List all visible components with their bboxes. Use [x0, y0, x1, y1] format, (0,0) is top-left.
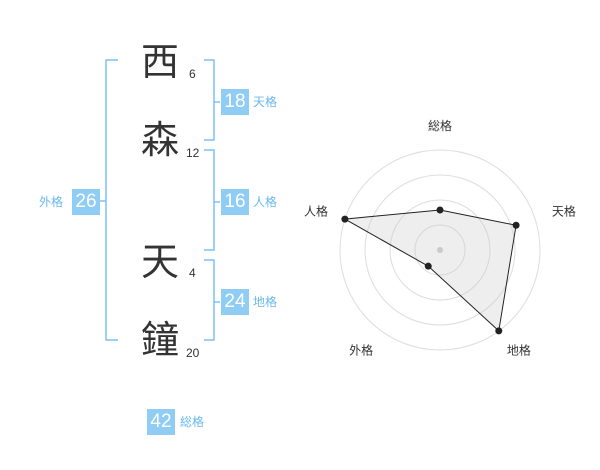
- radar-ring: [339, 149, 541, 351]
- tenkaku-label: 天格: [253, 95, 278, 109]
- gaikaku-value: 26: [72, 189, 100, 215]
- tenkaku-value: 18: [221, 89, 249, 115]
- radar-ring: [414, 224, 466, 276]
- jinkaku-bracket: [204, 149, 215, 251]
- radar-axis-label: 総格: [428, 118, 452, 133]
- name-char-4: 鐘: [141, 318, 180, 362]
- stroke-count-3: 4: [189, 266, 196, 280]
- tenkaku-bracket: [204, 59, 215, 141]
- radar-axis-label: 人格: [304, 204, 328, 219]
- radar-axis-label: 外格: [349, 342, 373, 357]
- radar-ring: [389, 199, 491, 301]
- radar-point-1: [436, 206, 444, 214]
- radar-center-dot: [437, 247, 443, 253]
- jinkaku-value: 16: [221, 189, 249, 215]
- radar-ring: [364, 174, 516, 326]
- chikaku-value: 24: [221, 289, 249, 315]
- name-char-1: 西: [141, 40, 180, 84]
- name-char-2: 森: [141, 118, 180, 162]
- radar-point-5: [341, 215, 349, 223]
- radar-axis-label: 地格: [507, 342, 531, 357]
- name-char-3: 天: [141, 240, 180, 284]
- radar-point-4: [424, 262, 432, 270]
- chikaku-label: 地格: [253, 295, 278, 309]
- chikaku-bracket: [204, 259, 215, 341]
- stroke-count-1: 6: [189, 67, 196, 81]
- radar-axis-label: 天格: [552, 204, 576, 219]
- soukaku-value: 42: [147, 409, 175, 435]
- stroke-count-4: 20: [186, 346, 200, 360]
- radar-point-3: [495, 327, 503, 335]
- soukaku-label: 総格: [180, 415, 205, 429]
- radar-area: [343, 209, 517, 332]
- stroke-count-2: 12: [186, 146, 200, 160]
- radar-point-2: [512, 221, 520, 229]
- gaikaku-label: 外格: [39, 195, 64, 209]
- jinkaku-label: 人格: [253, 195, 278, 209]
- gaikaku-bracket: [105, 59, 118, 341]
